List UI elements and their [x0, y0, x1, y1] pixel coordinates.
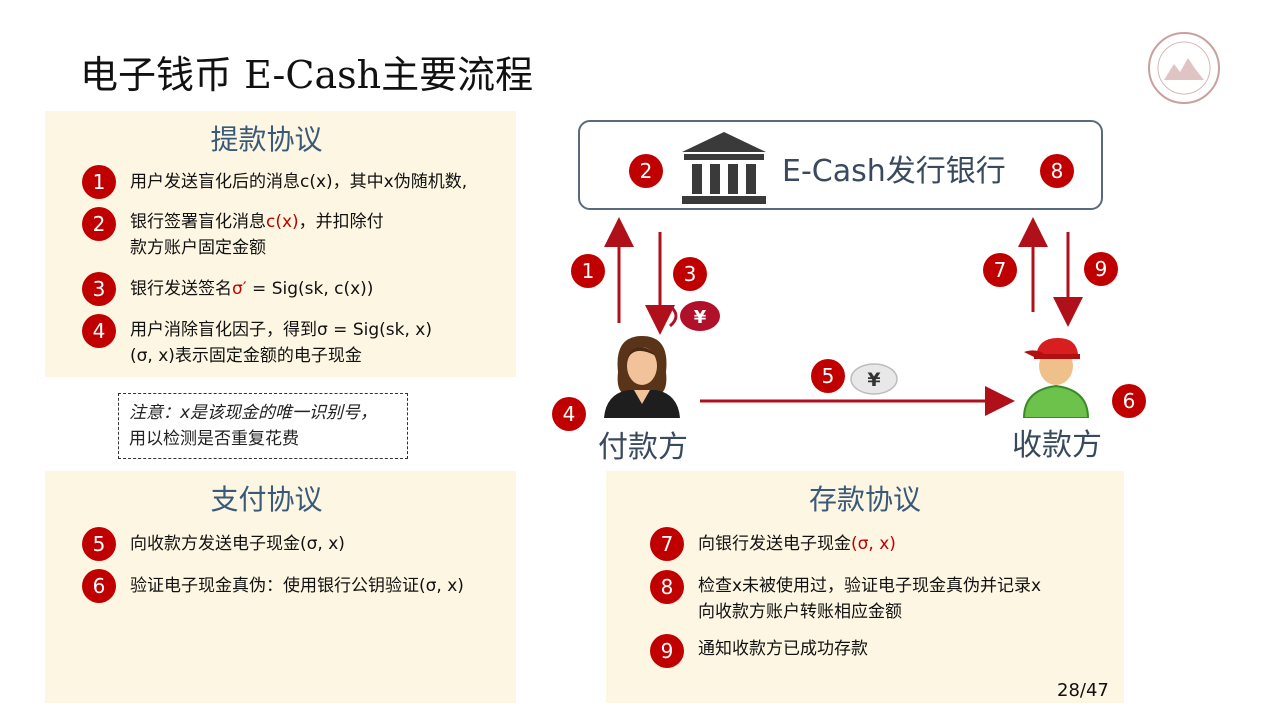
diagram-badge-9: 9: [1084, 252, 1118, 286]
step-5-text: 向收款方发送电子现金(σ, x): [130, 534, 345, 554]
deposit-title: 存款协议: [808, 483, 921, 516]
diagram-badge-7: 7: [983, 253, 1017, 287]
step-badge-9: 9: [650, 634, 684, 668]
step-badge-5: 5: [82, 527, 116, 561]
step-6-text: 验证电子现金真伪：使用银行公钥验证(σ, x): [130, 576, 464, 596]
withdraw-title: 提款协议: [210, 123, 323, 156]
page-number: 28/47: [1057, 680, 1109, 701]
payer-woman-icon: [604, 336, 680, 418]
step-badge-1: 1: [82, 165, 116, 199]
step-4-line2: (σ, x)表示固定金额的电子现金: [130, 346, 362, 366]
note-line1: 注意：x是该现金的唯一识别号，: [129, 403, 378, 423]
diagram-badge-1: 1: [571, 254, 605, 288]
bank-box: [578, 120, 1103, 210]
step-1-text: 用户发送盲化后的消息c(x)，其中x伪随机数,: [130, 172, 468, 192]
diagram-badge-6: 6: [1112, 384, 1146, 418]
pay-panel: [45, 471, 516, 703]
yen-cash-icon: ¥: [668, 301, 720, 331]
yen-coin-symbol: ¥: [867, 369, 880, 391]
step-9-text: 通知收款方已成功存款: [698, 639, 868, 659]
step-2-line1: 银行签署盲化消息c(x)，并扣除付: [130, 212, 384, 232]
payee-man-icon: [1022, 338, 1090, 418]
note-line2: 用以检测是否重复花费: [129, 429, 299, 449]
step-badge-8: 8: [650, 570, 684, 604]
step-badge-7: 7: [650, 527, 684, 561]
step-8-line2: 向收款方账户转账相应金额: [698, 602, 902, 622]
diagram-badge-2: 2: [629, 154, 663, 188]
yen-cash-symbol: ¥: [694, 307, 707, 328]
step-badge-6: 6: [82, 569, 116, 603]
diagram-badge-4: 4: [552, 397, 586, 431]
payer-label: 付款方: [598, 430, 688, 465]
step-3-text: 银行发送签名σ′ = Sig(sk, c(x)): [130, 279, 374, 299]
step-badge-2: 2: [82, 207, 116, 241]
payee-label: 收款方: [1012, 428, 1102, 463]
step-badge-4: 4: [82, 314, 116, 348]
step-7-text: 向银行发送电子现金(σ, x): [698, 534, 896, 554]
step-badge-3: 3: [82, 272, 116, 306]
note-box: 注意：x是该现金的唯一识别号， 用以检测是否重复花费: [118, 393, 408, 459]
step-2-line2: 款方账户固定金额: [130, 238, 266, 258]
diagram-badge-3: 3: [673, 257, 707, 291]
deposit-panel: [606, 471, 1124, 703]
bank-building-icon: [682, 132, 766, 204]
page-title: 电子钱币 E-Cash主要流程: [80, 53, 534, 97]
university-seal-icon: [1148, 32, 1220, 104]
pay-title: 支付协议: [210, 483, 323, 516]
diagram-badge-5: 5: [811, 359, 845, 393]
withdraw-panel: [45, 111, 516, 377]
step-4-line1: 用户消除盲化因子，得到σ = Sig(sk, x): [130, 320, 432, 340]
diagram-badge-8: 8: [1040, 154, 1074, 188]
yen-coin-icon: ¥: [850, 363, 898, 395]
step-8-line1: 检查x未被使用过，验证电子现金真伪并记录x: [698, 576, 1042, 596]
bank-label: E-Cash发行银行: [782, 154, 1006, 189]
